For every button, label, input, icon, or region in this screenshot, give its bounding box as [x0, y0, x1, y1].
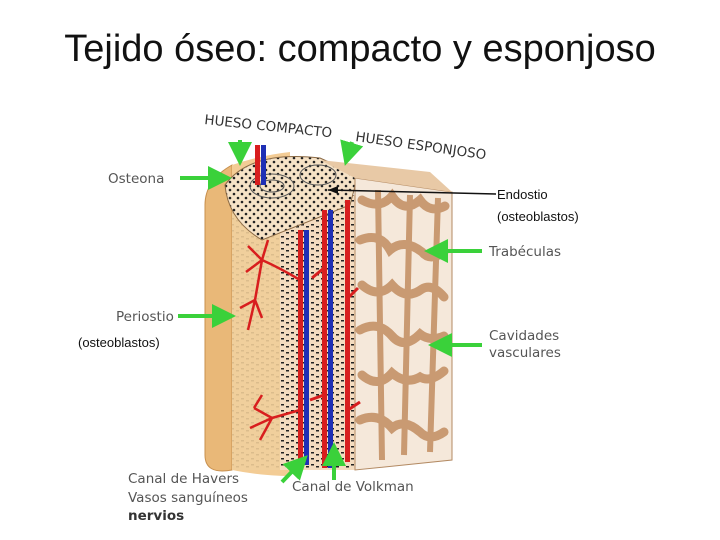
spongy-bone-arrow [340, 139, 364, 166]
haversian-arrow [280, 455, 308, 484]
volkmann-canal-label: Canal de Volkman [292, 479, 414, 495]
vascular-cavities-label-line2: vasculares [489, 345, 561, 361]
vascular-cavities-label-line1: Cavidades [489, 328, 559, 344]
spongy-bone-label: HUESO ESPONJOSO [354, 129, 487, 163]
slide-title: Tejido óseo: compacto y esponjoso [64, 28, 656, 70]
haversian-canal-label: Canal de Havers [128, 471, 239, 487]
endosteum-pointer [327, 186, 497, 195]
pointer-arrows [178, 139, 482, 484]
endosteum-label: Endostio [497, 187, 548, 202]
nerves-label: nervios [128, 508, 184, 524]
osteon-label: Osteona [108, 171, 164, 187]
endosteum-note: (osteoblastos) [497, 209, 579, 224]
haversian-vessels [255, 145, 350, 468]
volkmann-vessels [239, 239, 361, 441]
periosteum-note: (osteoblastos) [78, 335, 160, 350]
blood-vessels-label: Vasos sanguíneos [128, 490, 248, 506]
trabeculae-label: Trabéculas [488, 244, 561, 260]
periosteum-label: Periostio [116, 309, 174, 325]
compact-bone-label: HUESO COMPACTO [204, 112, 333, 141]
